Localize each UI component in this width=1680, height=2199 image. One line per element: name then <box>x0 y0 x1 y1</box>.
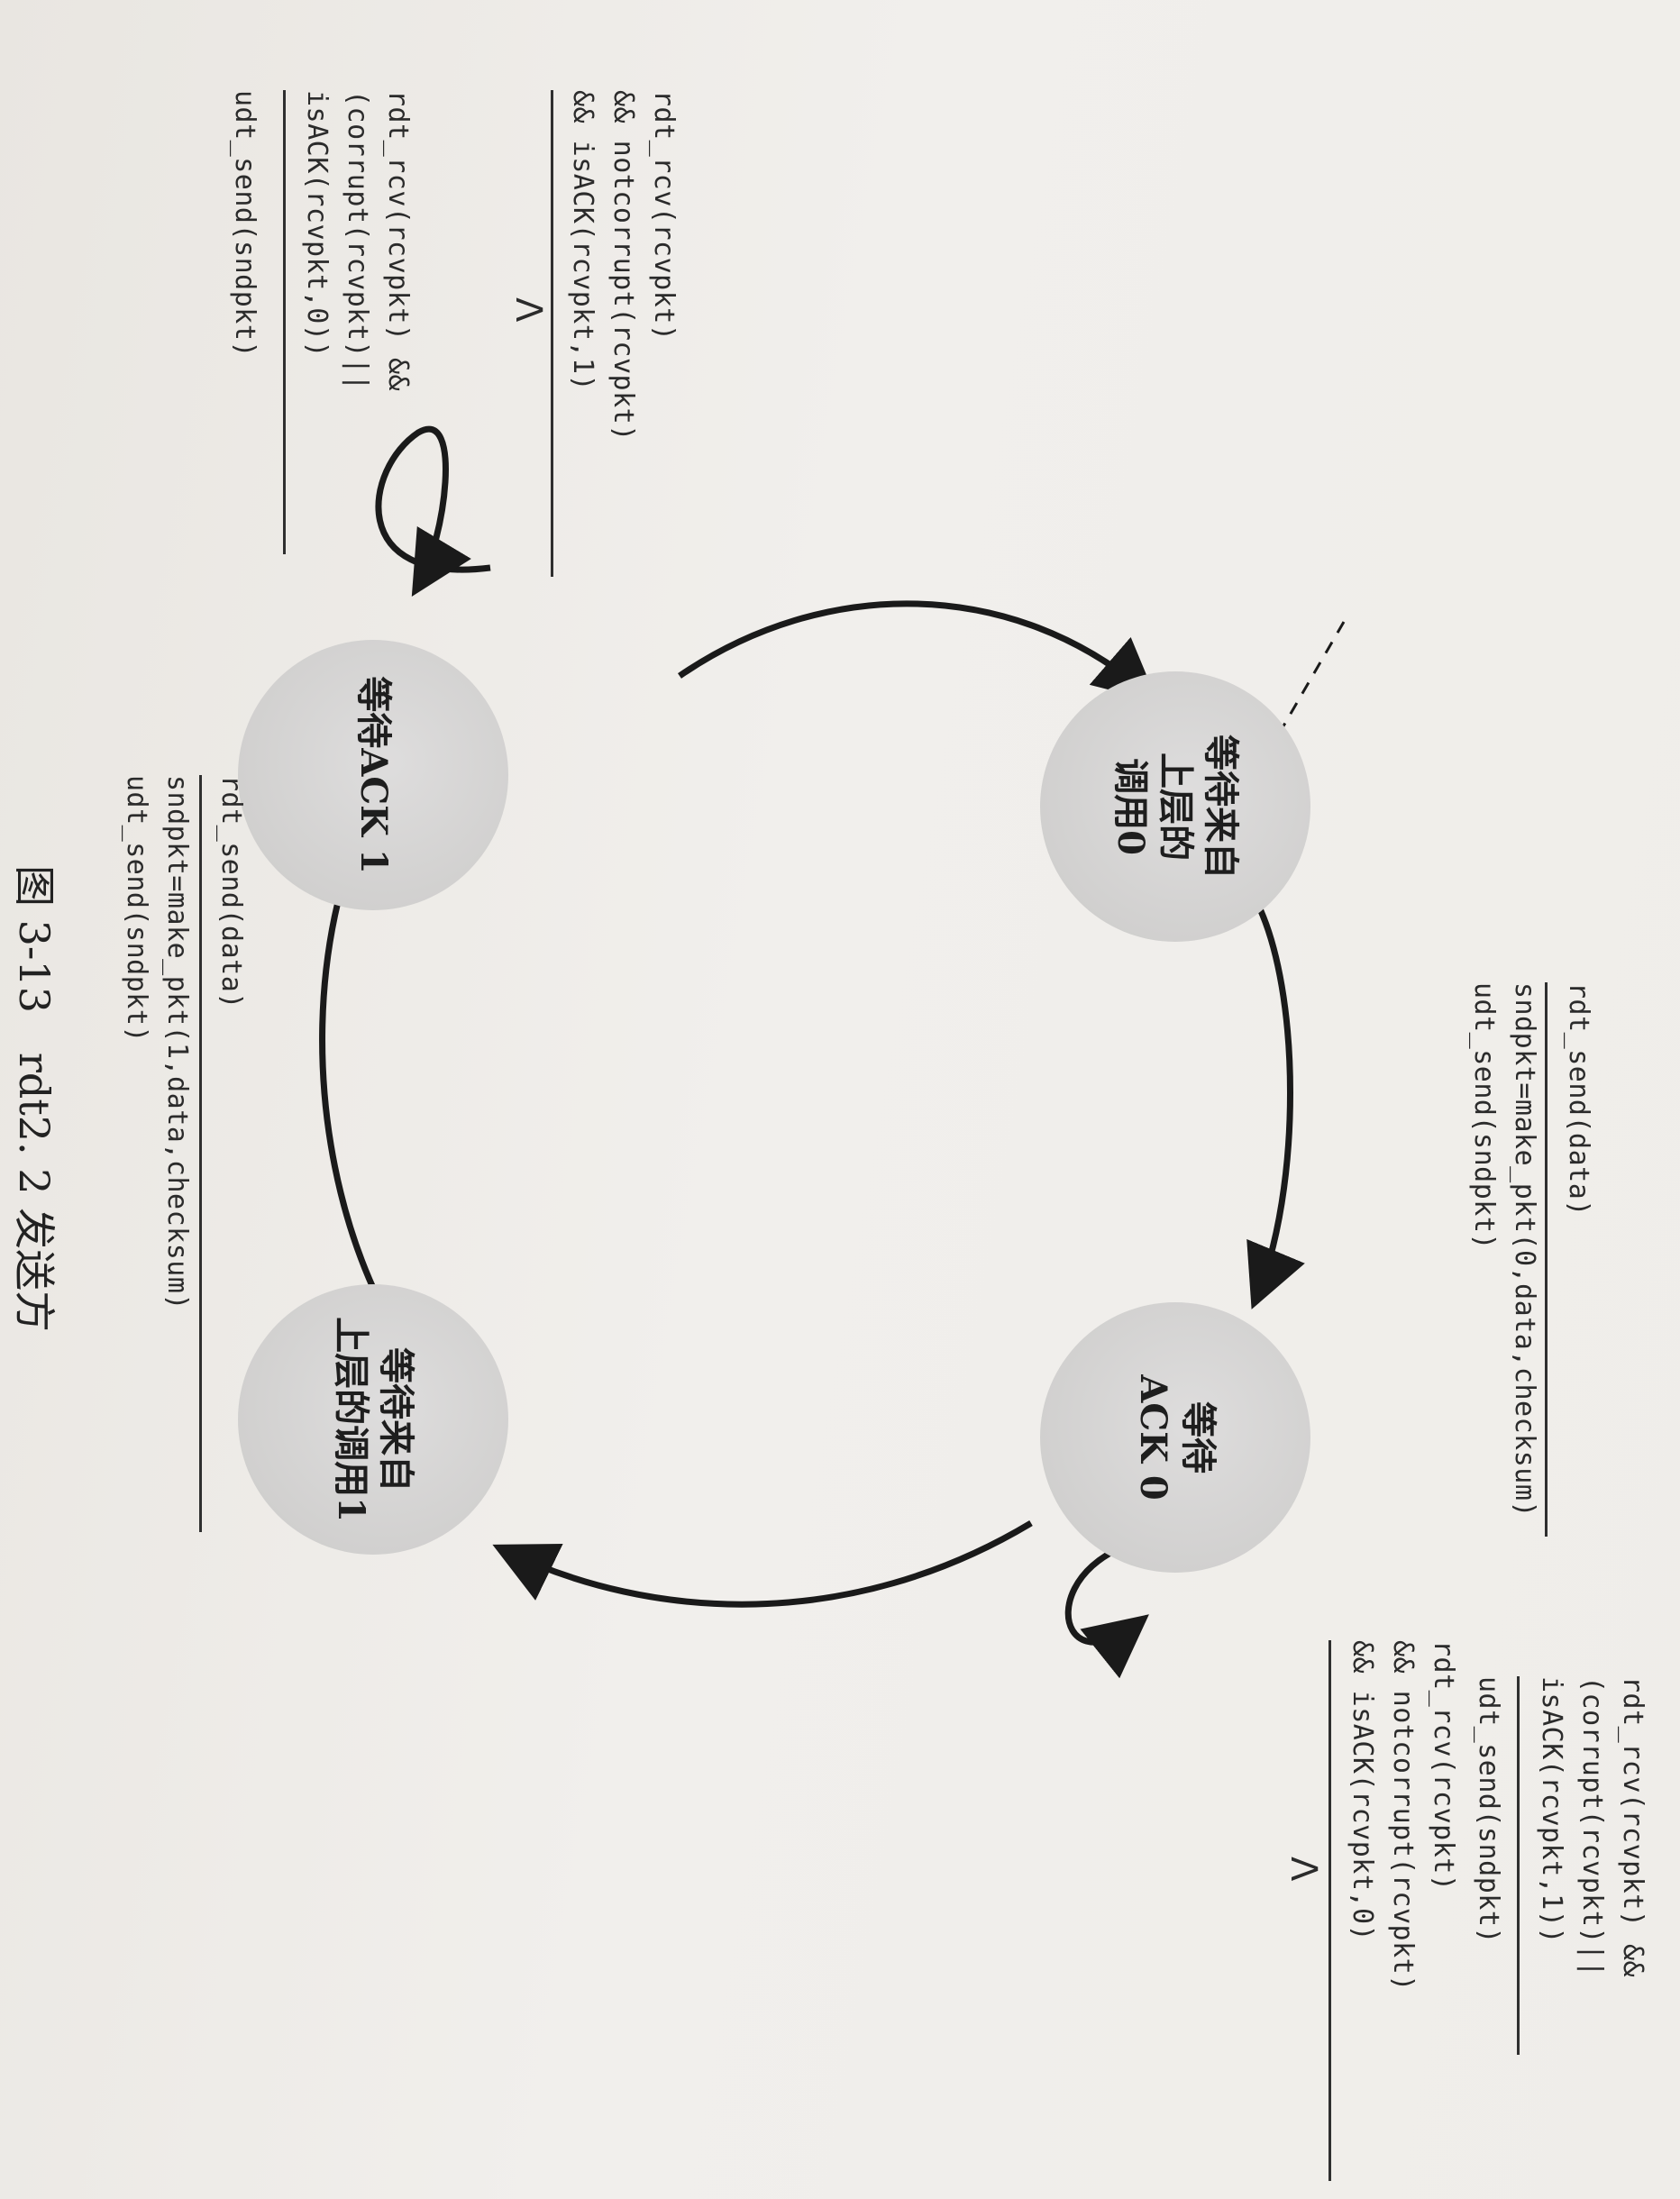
transition-call0-ack0-event: rdt_send(data) <box>1563 982 1594 1217</box>
transition-ack0-call1-event-1: rdt_rcv(rcvpkt) <box>1428 1640 1459 1892</box>
transition-ack1-self-event-1: rdt_rcv(rcvpkt) && <box>382 90 414 392</box>
state-label: 等待ACK 1 <box>352 676 395 874</box>
transition-divider <box>1328 1640 1331 2181</box>
transition-ack1-self-event-2: (corrupt(rcvpkt)|| <box>342 90 373 392</box>
state-label: 等待来自 上层的调用1 <box>330 1317 417 1522</box>
transition-call1-ack1-action-1: sndpkt=make_pkt(1,data,checksum) <box>161 775 193 1310</box>
transition-ack1-self-event-3: isACK(rcvpkt,0)) <box>301 90 333 358</box>
transition-divider <box>1517 1676 1520 2055</box>
state-wait-call-1: 等待来自 上层的调用1 <box>238 1284 508 1555</box>
transition-call0-ack0-action-2: udt_send(sndpkt) <box>1468 982 1500 1250</box>
transition-ack0-self-event-2: (corrupt(rcvpkt)|| <box>1576 1676 1608 1978</box>
transition-ack0-self-action: udt_send(sndpkt) <box>1473 1676 1504 1944</box>
transition-ack0-call1-event-3: && isACK(rcvpkt,0) <box>1347 1640 1378 1942</box>
state-label: 等待来自 上层的 调用0 <box>1109 735 1242 879</box>
lambda-empty-action: Λ <box>507 297 549 323</box>
transition-divider <box>283 90 286 554</box>
transition-call1-ack1-action-2: udt_send(sndpkt) <box>121 775 152 1043</box>
arrow-ack1-self-loop <box>375 425 491 598</box>
transition-ack1-self-action: udt_send(sndpkt) <box>229 90 260 358</box>
state-wait-ack-0: 等待 ACK 0 <box>1040 1302 1310 1573</box>
transition-divider <box>1545 982 1548 1537</box>
state-wait-ack-1: 等待ACK 1 <box>238 640 508 910</box>
transition-call0-ack0-action-1: sndpkt=make_pkt(0,data,checksum) <box>1509 982 1540 1518</box>
state-wait-call-0: 等待来自 上层的 调用0 <box>1040 671 1310 942</box>
transition-call1-ack1-event: rdt_send(data) <box>215 775 247 1009</box>
arrow-call0-to-ack0 <box>1246 899 1305 1309</box>
transition-ack1-call0-event-3: && isACK(rcvpkt,1) <box>567 90 598 392</box>
transition-divider <box>199 775 202 1532</box>
arrow-ack1-to-call0 <box>678 600 1158 703</box>
transition-ack0-self-event-3: isACK(rcvpkt,1)) <box>1536 1676 1567 1944</box>
transition-ack0-call1-event-2: && notcorrupt(rcvpkt) <box>1387 1640 1419 1992</box>
transition-ack1-call0-event-1: rdt_rcv(rcvpkt) <box>648 90 680 342</box>
transition-ack0-self-event-1: rdt_rcv(rcvpkt) && <box>1617 1676 1648 1978</box>
arrow-ack0-to-call1 <box>492 1519 1033 1608</box>
transition-divider <box>551 90 553 577</box>
state-label: 等待 ACK 0 <box>1132 1374 1219 1501</box>
lambda-empty-action: Λ <box>1283 1857 1324 1882</box>
figure-caption: 图 3-13 rdt2. 2 发送方 <box>10 865 59 1333</box>
transition-ack1-call0-event-2: && notcorrupt(rcvpkt) <box>607 90 639 442</box>
